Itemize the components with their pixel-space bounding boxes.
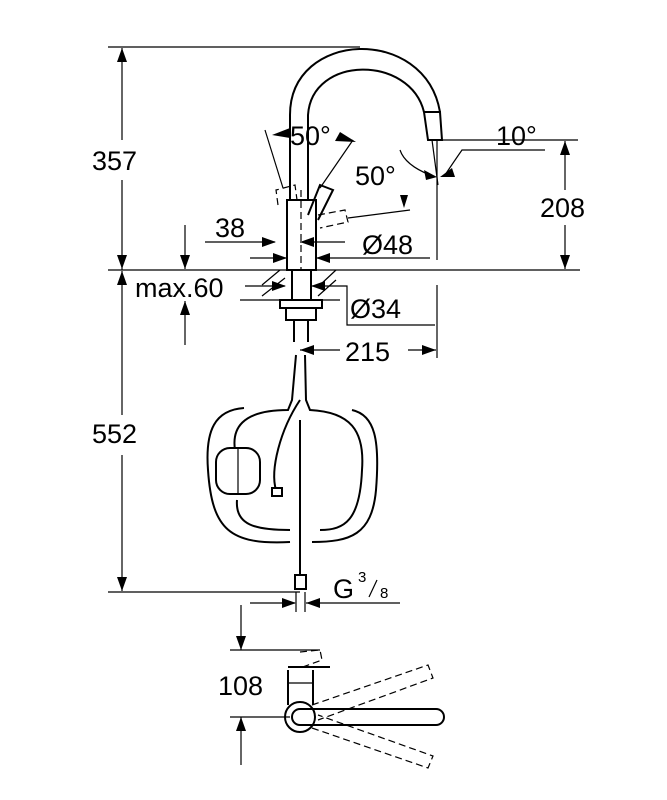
reference-lines (108, 46, 580, 593)
connection-denominator: 8 (380, 585, 388, 602)
dimension-connection (250, 598, 400, 608)
spout (289, 48, 545, 200)
angle-10: 10° (496, 121, 537, 151)
angle-50-left: 50° (290, 121, 331, 151)
dim-108: 108 (218, 671, 263, 701)
fraction-slash (368, 579, 378, 598)
dimension-reach (300, 345, 436, 355)
dim-max-60: max.60 (135, 273, 224, 303)
connection-numerator: 3 (358, 569, 366, 586)
dimension-diameters (205, 237, 430, 263)
dim-208: 208 (540, 193, 585, 223)
dim-215: 215 (345, 337, 390, 367)
dimension-outlet-height (560, 141, 570, 269)
hose-assembly (206, 354, 379, 612)
top-view-lever (230, 605, 445, 769)
dim-38: 38 (215, 213, 245, 243)
dim-diameter-48: Ø48 (362, 230, 413, 260)
dimension-height (117, 48, 127, 591)
connection-g: G (333, 574, 354, 604)
dim-552: 552 (92, 419, 137, 449)
dim-diameter-34: Ø34 (350, 294, 401, 324)
body-and-lever (264, 128, 411, 271)
dim-357: 357 (92, 146, 137, 176)
counter-mount (180, 225, 435, 345)
angle-50-right: 50° (355, 161, 396, 191)
